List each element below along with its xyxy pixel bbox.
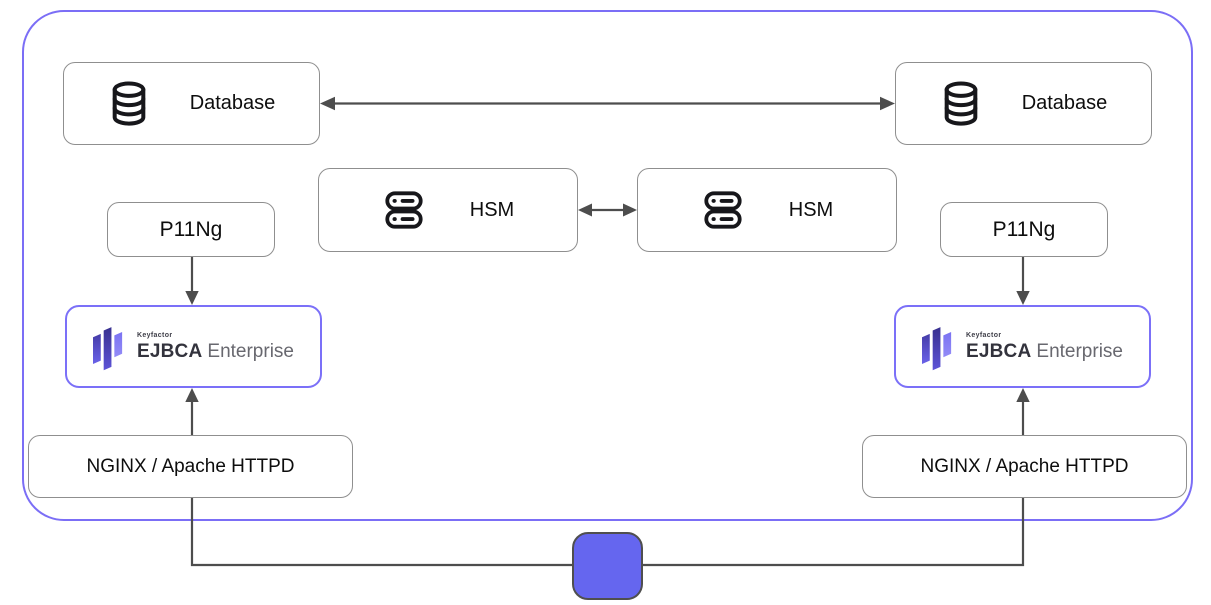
arrowhead-hsm-left <box>578 203 592 217</box>
keyfactor-bars-logo-icon <box>92 326 123 370</box>
node-label: P11Ng <box>159 217 223 241</box>
arrowhead-nginx-right <box>1016 388 1030 402</box>
node-label: Database <box>189 92 276 114</box>
database-icon <box>944 80 978 126</box>
node-p11ng-left: P11Ng <box>107 202 275 257</box>
node-nginx-right: NGINX / Apache HTTPD <box>862 435 1187 498</box>
node-label: Database <box>1021 92 1108 114</box>
node-database-left: Database <box>63 62 320 145</box>
node-hsm-right: HSM <box>637 168 897 252</box>
server-stack-icon <box>385 191 423 229</box>
arrowhead-right <box>880 96 895 111</box>
hub-node <box>572 532 643 600</box>
arrowhead-p11ng-left <box>185 291 199 305</box>
node-label: HSM <box>788 198 834 221</box>
node-label: HSM <box>469 198 515 221</box>
database-icon <box>112 80 146 126</box>
brand-name: Keyfactor <box>965 332 1002 339</box>
arrowhead-left <box>320 96 335 111</box>
keyfactor-bars-logo-icon <box>921 326 952 370</box>
server-stack-icon <box>704 191 742 229</box>
node-hsm-left: HSM <box>318 168 578 252</box>
node-label: NGINX / Apache HTTPD <box>86 455 295 477</box>
arrowhead-hsm-right <box>623 203 637 217</box>
node-p11ng-right: P11Ng <box>940 202 1108 257</box>
arrowhead-p11ng-right <box>1016 291 1030 305</box>
brand-name: Keyfactor <box>136 332 173 339</box>
node-nginx-left: NGINX / Apache HTTPD <box>28 435 353 498</box>
node-label: NGINX / Apache HTTPD <box>920 455 1129 477</box>
cluster-boundary <box>22 10 1193 521</box>
node-database-right: Database <box>895 62 1152 145</box>
node-label: P11Ng <box>992 217 1056 241</box>
arrowhead-nginx-left <box>185 388 199 402</box>
